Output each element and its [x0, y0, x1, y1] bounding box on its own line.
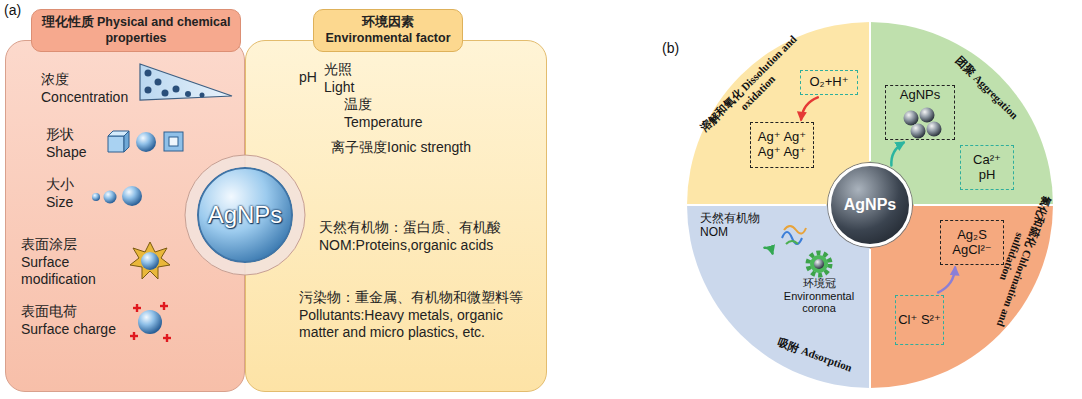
text-slot: 环境因素 Environmental factor: [313, 9, 463, 52]
node-text: 环境冠 Environmental corona: [775, 277, 863, 320]
agnps-circle: AgNPs: [197, 167, 293, 263]
product-box: Ag⁺ Ag⁺ Ag⁺ Ag⁺: [750, 122, 814, 168]
halo-ring: [185, 155, 305, 275]
node-text: Cl⁺ S²⁺: [898, 313, 941, 328]
node-text: 污染物：重金属、有机物和微塑料等 Pollutants:Heavy metals…: [299, 289, 541, 342]
node-text: 天然有机物 NOM: [700, 212, 774, 240]
nanoparticle-cluster: [904, 108, 942, 139]
node-text: 形状 Shape: [46, 126, 106, 161]
size-icons: [92, 186, 142, 206]
text-slot: 污染物：重金属、有机物和微塑料等 Pollutants:Heavy metals…: [299, 289, 541, 342]
text-slot: 大小 Size: [46, 176, 90, 211]
charge-icon: [130, 302, 171, 342]
agnps-core: AgNPs: [828, 163, 912, 247]
node-text: 表面涂层 Surface modification: [21, 236, 121, 289]
concentration-icon: [140, 64, 232, 100]
text-slot: 理化性质 Physical and chemical properties: [31, 9, 241, 52]
text-slot: 温度 Temperature: [344, 96, 444, 131]
curved-arrow: [764, 248, 772, 254]
node-text: 环境因素 Environmental factor: [318, 14, 458, 47]
text-slot: 浓度 Concentration: [41, 71, 151, 106]
shape-icons: [108, 131, 183, 152]
node-text: O₂+H⁺: [810, 75, 849, 90]
node-text: 表面电荷 Surface charge: [21, 303, 129, 338]
corona-gear: [808, 253, 830, 275]
node-text: AgNPs: [844, 196, 896, 214]
node-text: 理化性质 Physical and chemical properties: [36, 14, 236, 47]
node-text: AgNPs: [208, 201, 283, 229]
node-text: 离子强度Ionic strength: [331, 139, 541, 157]
text-slot: 天然有机物：蛋白质、有机酸 NOM:Proteins,organic acids: [319, 219, 545, 254]
text-slot: 离子强度Ionic strength: [331, 139, 541, 157]
node-text: Ca²⁺ pH: [963, 153, 1011, 183]
reactant-box: Cl⁺ S²⁺: [895, 295, 944, 345]
node-text: 天然有机物：蛋白质、有机酸 NOM:Proteins,organic acids: [319, 219, 545, 254]
nom-label-box: 天然有机物 NOM: [700, 212, 774, 246]
label-slot: (b): [662, 40, 679, 56]
text-slot: 表面电荷 Surface charge: [21, 303, 129, 338]
node-text: 光照 Light: [324, 61, 374, 96]
label-slot: (a): [4, 2, 21, 18]
text-slot: 光照 Light: [324, 61, 374, 96]
curved-arrow: [801, 97, 818, 119]
reactant-box: O₂+H⁺: [800, 70, 858, 95]
coating-icon: [130, 242, 170, 279]
quadrant-dividers: [687, 22, 1053, 388]
product-box: Ag₂S AgCl²⁻: [940, 220, 1004, 265]
protein-icon: [782, 226, 806, 244]
panel-label: (b): [662, 40, 679, 56]
text-slot: pH: [299, 69, 317, 87]
node-text: pH: [299, 69, 317, 87]
node-text: 浓度 Concentration: [41, 71, 151, 106]
factor-box: Ca²⁺ pH: [960, 145, 1014, 190]
node-text: 大小 Size: [46, 176, 90, 211]
node-text: Ag₂S AgCl²⁻: [943, 228, 1001, 258]
curved-arrow: [938, 268, 955, 293]
node-text: Ag⁺ Ag⁺ Ag⁺ Ag⁺: [753, 130, 811, 160]
text-slot: 表面涂层 Surface modification: [21, 236, 121, 289]
node-text: 温度 Temperature: [344, 96, 444, 131]
node-text: AgNPs: [900, 88, 940, 103]
panel-label: (a): [4, 2, 21, 18]
text-slot: 形状 Shape: [46, 126, 106, 161]
curved-arrow: [891, 143, 903, 166]
